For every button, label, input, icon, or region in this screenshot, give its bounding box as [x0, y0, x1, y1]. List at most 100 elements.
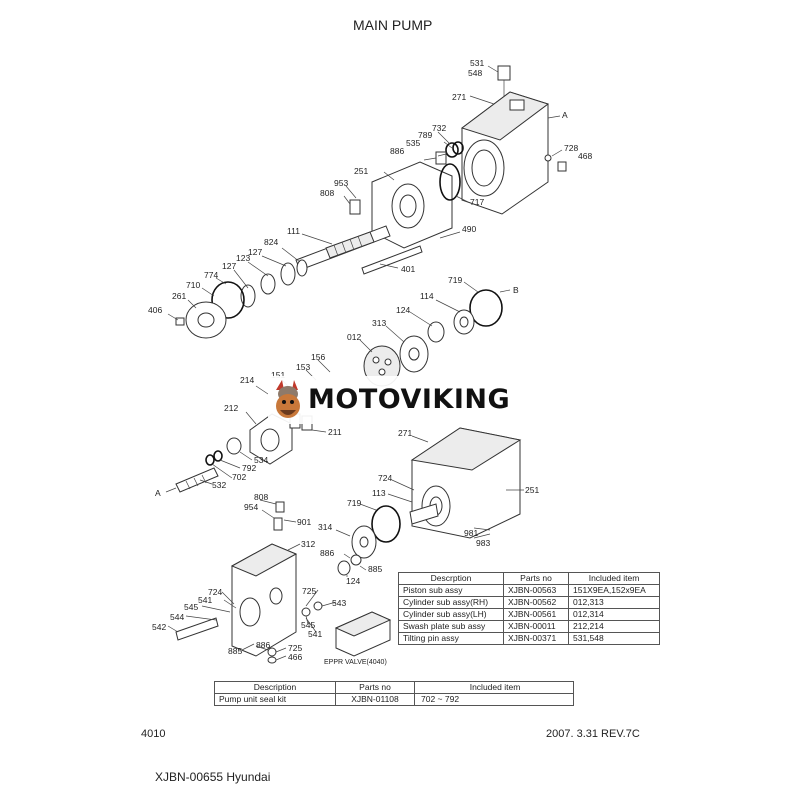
leader-lines: [165, 65, 563, 661]
needle-bearing-114: [453, 309, 475, 335]
table-cell: 702 ~ 792: [414, 693, 574, 706]
label-123: 123: [236, 253, 250, 263]
label-545: 545: [184, 602, 198, 612]
table-cell: XJBN-00561: [503, 608, 569, 621]
plug-725: [301, 607, 311, 617]
pin-886: [350, 554, 362, 566]
column-header: Parts no: [335, 681, 415, 694]
table-cell: XJBN-01108: [335, 693, 415, 706]
table-header-row: Description Parts no Included item: [214, 681, 574, 694]
o-ring-789: [452, 141, 464, 155]
label-535: 535: [406, 138, 420, 148]
tilting-pin: [497, 65, 511, 96]
label-113: 113: [372, 488, 386, 498]
label-156: 156: [311, 352, 325, 362]
table-cell: XJBN-00562: [503, 596, 569, 609]
port-block: [371, 161, 453, 249]
table-cell: Swash plate sub assy: [398, 620, 504, 633]
label-544: 544: [170, 612, 184, 622]
table-cell: 012,313: [568, 596, 660, 609]
table-row: Tilting pin assy XJBN-00371 531,548: [398, 632, 660, 645]
label-719: 719: [448, 275, 462, 285]
label-542: 542: [152, 622, 166, 632]
pin-401: [361, 245, 423, 275]
label-271: 271: [452, 92, 466, 102]
caption: XJBN-00655 Hyundai: [155, 770, 271, 784]
o-ring-719: [469, 289, 503, 327]
label-953: 953: [334, 178, 348, 188]
label-127: 127: [248, 247, 262, 257]
label-a: A: [562, 110, 568, 120]
table-cell: XJBN-00011: [503, 620, 569, 633]
bearing-124b: [337, 560, 351, 576]
label-271b: 271: [398, 428, 412, 438]
label-886c: 886: [256, 640, 270, 650]
table-cell: 151X9EA,152x9EA: [568, 584, 660, 597]
table-row: Cylinder sub assy(LH) XJBN-00561 012,314: [398, 608, 660, 621]
column-header: Included item: [414, 681, 574, 694]
table-cell: Tilting pin assy: [398, 632, 504, 645]
o-ring-719b: [371, 505, 401, 543]
spacer-123: [260, 273, 276, 295]
column-header: Parts no: [503, 572, 569, 585]
washer-728: [544, 154, 552, 162]
table-row: Cylinder sub assy(RH) XJBN-00562 012,313: [398, 596, 660, 609]
label-214: 214: [240, 375, 254, 385]
table-row: Pump unit seal kit XJBN-01108 702 ~ 792: [214, 693, 574, 706]
label-981: 981: [464, 528, 478, 538]
tilting-pin-532: [175, 467, 219, 493]
watermark: MOTOVIKING: [268, 376, 534, 424]
swash-plate-212: [249, 413, 293, 465]
label-886: 886: [390, 146, 404, 156]
drive-shaft: [295, 225, 391, 271]
table-cell: Piston sub assy: [398, 584, 504, 597]
label-732: 732: [432, 123, 446, 133]
label-808: 808: [320, 188, 334, 198]
label-532: 532: [212, 480, 226, 490]
label-314: 314: [318, 522, 332, 532]
label-541b: 541: [308, 629, 322, 639]
label-a2: A: [155, 488, 161, 498]
label-808b: 808: [254, 492, 268, 502]
label-774: 774: [204, 270, 218, 280]
part-labels: 531 548 271 A 732 789 535 886 728 468 25…: [148, 58, 592, 666]
screw-954: [273, 517, 283, 531]
snap-ring-824: [296, 259, 308, 277]
label-406: 406: [148, 305, 162, 315]
label-151: 151: [271, 370, 285, 380]
label-490: 490: [462, 224, 476, 234]
label-792: 792: [242, 463, 256, 473]
o-ring-792: [213, 450, 223, 462]
valve-plate-313: [399, 335, 429, 373]
table-row: Piston sub assy XJBN-00563 151X9EA,152x9…: [398, 584, 660, 597]
label-789: 789: [418, 130, 432, 140]
label-717: 717: [470, 197, 484, 207]
label-251b: 251: [525, 485, 539, 495]
table-cell: Cylinder sub assy(LH): [398, 608, 504, 621]
revision-date: 2007. 3.31 REV.7C: [546, 728, 640, 740]
o-ring-702: [205, 454, 215, 466]
plug-466: [267, 656, 277, 664]
plug-808: [349, 199, 361, 215]
plug-543: [313, 601, 323, 611]
eppr-valve: [334, 611, 392, 657]
label-824: 824: [264, 237, 278, 247]
label-468: 468: [578, 151, 592, 161]
label-212: 212: [224, 403, 238, 413]
table-cell: 531,548: [568, 632, 660, 645]
label-724: 724: [378, 473, 392, 483]
seal-kit-table: Description Parts no Included item Pump …: [214, 681, 574, 706]
pump-casing-lower: [409, 427, 522, 539]
bolt-406: [175, 317, 185, 326]
label-eppr-valve: EPPR VALVE(4040): [324, 659, 387, 666]
watermark-brand-text: MOTOVIKING: [308, 384, 511, 415]
label-251: 251: [354, 166, 368, 176]
label-702: 702: [232, 472, 246, 482]
table-row: Swash plate sub assy XJBN-00011 212,214: [398, 620, 660, 633]
label-725b: 725: [288, 643, 302, 653]
bushing-534: [226, 437, 242, 455]
label-531: 531: [470, 58, 484, 68]
label-983: 983: [476, 538, 490, 548]
label-541: 541: [198, 595, 212, 605]
